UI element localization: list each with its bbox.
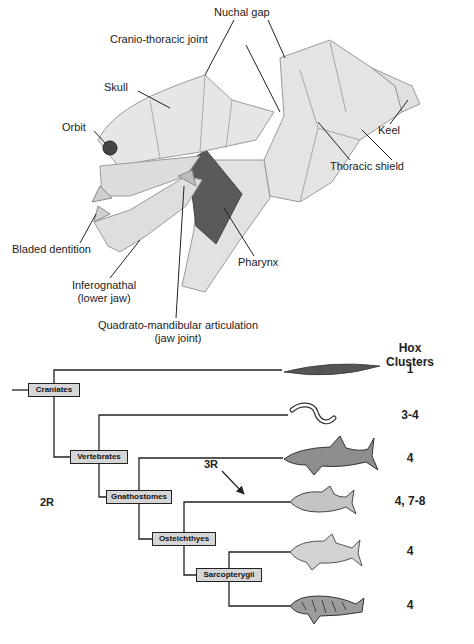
- amphioxus-silhouette: [284, 364, 380, 375]
- leader-line: [390, 100, 408, 124]
- leader-line: [110, 240, 140, 278]
- lower-blade: [94, 206, 110, 222]
- lower-jaw-shape: [94, 176, 202, 252]
- hox-count: 1: [380, 363, 440, 377]
- teleost-silhouette: [290, 486, 356, 514]
- pharynx-shape: [188, 150, 242, 244]
- clade-name: Gnathostomes: [111, 492, 167, 501]
- leader-line: [176, 186, 184, 318]
- tree-branch: [99, 415, 288, 450]
- lamprey-silhouette: [292, 405, 334, 422]
- part-label: Skull: [104, 81, 128, 94]
- part-label: Thoracic shield: [330, 160, 404, 173]
- clade-name: Sarcopterygii: [203, 570, 254, 579]
- tree-branch: [139, 458, 283, 490]
- clade-box: Vertebrates: [70, 450, 128, 464]
- part-label: Inferognathal (lower jaw): [64, 279, 144, 304]
- coelacanth-silhouette: [290, 534, 362, 570]
- keel: [372, 68, 420, 112]
- duplication-label: 2R: [40, 496, 54, 509]
- leader-line: [205, 20, 234, 75]
- tree-connector: [184, 546, 196, 575]
- hox-count: 4, 7-8: [380, 495, 440, 509]
- leader-line: [224, 208, 254, 256]
- clade-name: Vertebrates: [77, 452, 121, 461]
- lungfish-pattern: [302, 600, 346, 613]
- tree-branch: [184, 502, 290, 532]
- clade-box: Craniates: [28, 383, 80, 397]
- tree-connector: [99, 464, 106, 497]
- leader-line: [268, 20, 285, 58]
- lungfish-silhouette: [290, 596, 364, 624]
- tree-branch: [229, 582, 290, 606]
- duplication-arrow: [222, 471, 244, 494]
- tree-branch: [229, 552, 290, 568]
- plate-seam: [300, 42, 360, 202]
- part-label: Bladed dentition: [12, 243, 91, 256]
- shark-silhouette: [284, 436, 378, 475]
- duplication-label: 3R: [204, 458, 218, 471]
- part-label: Nuchal gap: [214, 6, 270, 19]
- leader-line: [94, 131, 107, 145]
- tree-root: [12, 389, 28, 390]
- tree-connector: [139, 504, 152, 539]
- hox-count: 4: [380, 452, 440, 466]
- leader-line: [138, 91, 170, 108]
- leader-line: [80, 214, 96, 243]
- leader-line: [246, 45, 280, 112]
- hox-count: 4: [380, 599, 440, 613]
- leader-line: [318, 122, 350, 160]
- hox-count: 3-4: [380, 409, 440, 423]
- lamprey-silhouette: [292, 405, 334, 422]
- clade-box: Gnathostomes: [106, 490, 172, 504]
- jaw-joint: [178, 170, 196, 186]
- clade-box: Osteichthyes: [152, 532, 216, 546]
- part-label: Pharynx: [238, 256, 278, 269]
- clade-name: Craniates: [36, 385, 72, 394]
- thoracic-shield: [264, 40, 402, 202]
- clade-box: Sarcopterygii: [196, 568, 262, 582]
- clade-name: Osteichthyes: [159, 534, 209, 543]
- skull-shape: [98, 75, 274, 166]
- part-label: Cranio-thoracic joint: [110, 33, 208, 46]
- part-label: Keel: [378, 124, 400, 137]
- hox-count: 4: [380, 545, 440, 559]
- tree-branch: [54, 370, 282, 383]
- tree-connector: [54, 397, 70, 457]
- upper-blade: [92, 186, 112, 202]
- part-label: Orbit: [62, 121, 86, 134]
- part-label: Quadrato-mandibular articulation (jaw jo…: [88, 319, 268, 344]
- skull-seam: [150, 75, 232, 158]
